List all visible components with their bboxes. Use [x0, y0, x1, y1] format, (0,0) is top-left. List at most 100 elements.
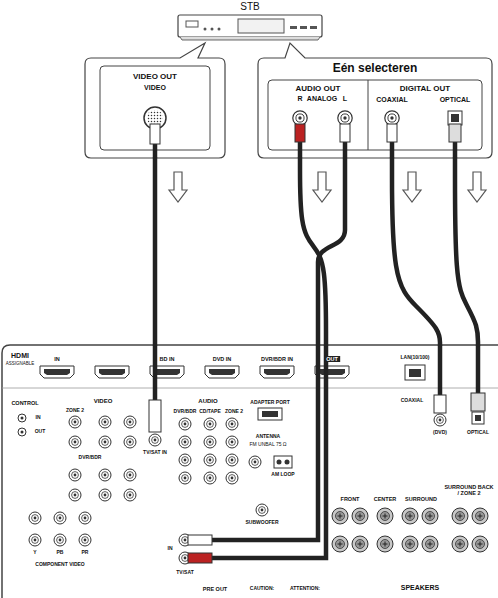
receiver-rear-panel: [21, 417, 24, 420]
receiver-rear-panel: [69, 469, 81, 481]
callout-shape: [385, 111, 399, 125]
receiver-rear-panel: [204, 436, 216, 448]
panel-label: TV/SAT IN: [142, 450, 168, 456]
panel-label: SURROUND: [404, 496, 438, 502]
panel-label: AM LOOP: [270, 472, 295, 478]
cable-plug: [149, 400, 161, 432]
receiver-rear-panel: [21, 431, 24, 434]
stb-device: [310, 26, 317, 29]
receiver-rear-panel: [472, 536, 488, 552]
callout-shape: [293, 111, 307, 125]
connector-label: COAXIAL: [376, 96, 408, 104]
stb-device: [211, 28, 214, 31]
panel-label: COMPONENT VIDEO: [34, 562, 85, 568]
panel-label: TV/SAT: [175, 570, 194, 576]
receiver-rear-panel: [204, 418, 216, 430]
stb-device: [290, 26, 297, 29]
callout-shape: [150, 124, 160, 144]
receiver-rear-panel: [472, 412, 484, 424]
stb-device: [204, 28, 207, 31]
panel-label: SURROUND BACK / ZONE 2: [443, 484, 495, 497]
receiver-rear-panel: [475, 415, 481, 421]
receiver-rear-panel: [285, 460, 290, 465]
panel-label: COAXIAL: [400, 398, 425, 404]
receiver-rear-panel: [69, 436, 81, 448]
panel-label: OUT: [34, 429, 47, 435]
cable-connector: [455, 158, 478, 345]
panel-label: DVR/BDR: [78, 455, 103, 461]
receiver-rear-panel: [99, 489, 111, 501]
panel-label: PB: [56, 550, 65, 556]
receiver-rear-panel: [99, 469, 111, 481]
cable: [438, 345, 443, 395]
receiver-rear-panel: [54, 512, 66, 524]
device-label: STB: [240, 1, 259, 13]
receiver-rear-panel: [422, 508, 438, 524]
receiver-rear-panel: [226, 436, 238, 448]
receiver-rear-panel: [29, 512, 41, 524]
callout-bubble: Eén selecterenAUDIO OUTRANALOGLDIGITAL O…: [258, 58, 492, 158]
panel-label: SPEAKERS: [400, 584, 441, 592]
receiver-rear-panel: [179, 454, 191, 466]
panel-label: IN: [35, 415, 42, 421]
receiver-rear-panel: [179, 418, 191, 430]
receiver-panel: HDMIASSIGNABLEINBD INDVD INDVR/BDR INOUT…: [0, 345, 498, 598]
cable-plug: [188, 535, 212, 545]
panel-label: ADAPTER PORT: [249, 400, 290, 406]
receiver-rear-panel: [124, 436, 136, 448]
receiver-rear-panel: [452, 508, 468, 524]
receiver-rear-panel: [274, 456, 292, 468]
callout-shape: [258, 43, 492, 158]
panel-label: HDMI: [10, 352, 30, 360]
callout-shape: [451, 114, 459, 122]
receiver-rear-panel: [69, 416, 81, 428]
cable-plug: [188, 553, 212, 563]
receiver-rear-panel: [204, 454, 216, 466]
receiver-rear-panel: [124, 416, 136, 428]
cable-plug: [340, 124, 350, 142]
stb-device: [238, 19, 284, 33]
receiver-rear-panel: [226, 454, 238, 466]
receiver-rear-panel: [277, 460, 282, 465]
cable-plug: [387, 124, 397, 142]
receiver-rear-panel: [434, 414, 446, 426]
direction-arrow: [169, 172, 187, 202]
panel-label: ATTENTION:: [289, 586, 321, 592]
panel-label: Y: [32, 550, 37, 556]
panel-label: DVD IN: [212, 356, 233, 362]
receiver-rear-panel: [472, 508, 488, 524]
panel-label: DVR/BDR: [173, 409, 198, 415]
receiver-rear-panel: [226, 472, 238, 484]
receiver-rear-panel: [149, 434, 161, 446]
receiver-rear-panel: [262, 411, 278, 417]
receiver-rear-panel: [99, 436, 111, 448]
receiver-rear-panel: [226, 418, 238, 430]
receiver-rear-panel: [18, 428, 26, 436]
panel-label: IN: [167, 546, 174, 552]
callout-shape: [100, 66, 210, 150]
stb-device: [178, 15, 322, 40]
cable-connector: [392, 158, 440, 345]
cable-connector: [153, 158, 158, 345]
receiver-rear-panel: [249, 456, 261, 468]
receiver-rear-panel: [332, 508, 348, 524]
connector-label: L: [343, 95, 347, 103]
receiver-rear-panel: [18, 414, 26, 422]
receiver-rear-panel: [2, 345, 498, 598]
panel-label: PRE OUT: [202, 586, 228, 592]
callout-shape: [85, 43, 225, 158]
callout-shape: [338, 111, 352, 125]
receiver-rear-panel: [99, 416, 111, 428]
panel-label: CAUTION:: [249, 586, 275, 592]
receiver-rear-panel: [69, 489, 81, 501]
cable: [155, 142, 478, 558]
receiver-rear-panel: [258, 408, 282, 420]
cable-plug: [149, 124, 485, 563]
callout-shape: [85, 43, 225, 158]
receiver-rear-panel: [2, 388, 498, 389]
cable: [212, 345, 326, 558]
panel-label: BD IN: [159, 356, 176, 362]
direction-arrow: [468, 172, 486, 202]
panel-label: VIDEO: [93, 398, 114, 405]
device-box: STB: [170, 0, 330, 44]
